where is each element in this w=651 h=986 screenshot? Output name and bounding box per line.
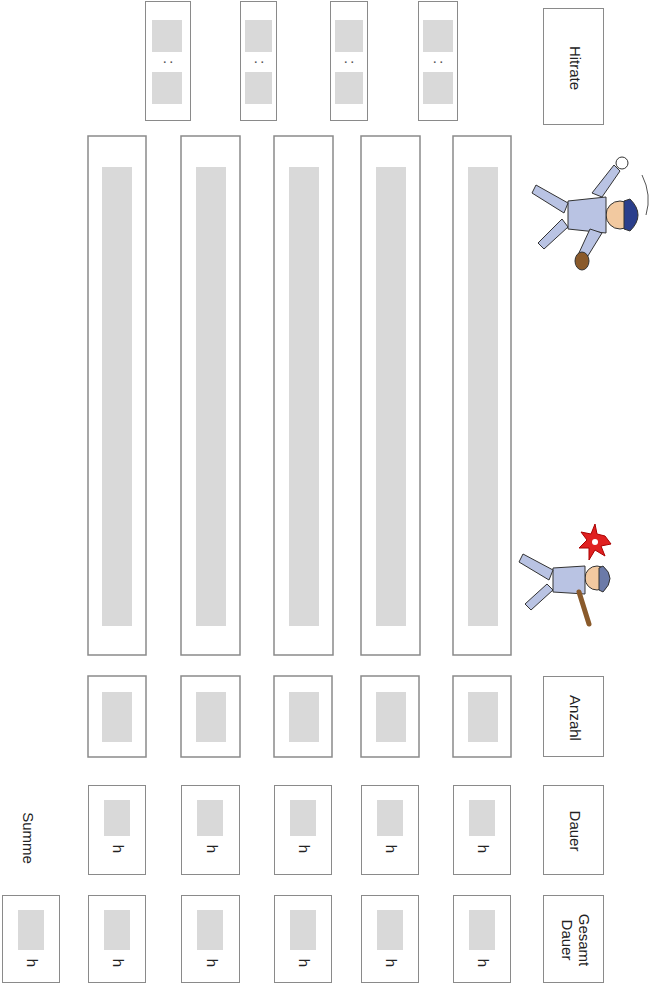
input-cell: h [361,785,419,875]
input-cell: h [181,785,240,875]
unit-label: h [203,959,220,967]
column-header: Gesamt Dauer [558,909,591,971]
column-header: Dauer [566,811,583,852]
column-header: Hitrate [566,45,583,89]
input-cell: h [453,785,511,875]
input-cell: h [274,785,332,875]
column-header: Anzahl [566,695,583,741]
unit-label: : [161,60,178,64]
sum-label: Summe [20,812,37,864]
unit-label: h [203,845,220,853]
header-box: Dauer [543,785,604,875]
unit-label: : [431,60,448,64]
input-cell: : [240,1,277,121]
bar-frames [88,136,511,757]
batter-figure [519,524,611,624]
unit-label: h [24,959,41,967]
unit-label: h [383,959,400,967]
input-cell: h [88,895,146,983]
input-cell: h [453,895,511,983]
input-fields [18,20,498,950]
input-cell: h [2,895,60,983]
input-cell: h [361,895,419,983]
unit-label: h [383,845,400,853]
input-cell: h [274,895,332,983]
pitcher-figure [532,157,648,270]
header-box: Hitrate [543,8,604,125]
unit-label: h [475,959,492,967]
input-cell: : [145,1,191,121]
unit-label: h [475,845,492,853]
unit-label: h [110,959,127,967]
input-cell: h [88,785,146,875]
unit-label: h [296,959,313,967]
unit-label: : [251,60,268,64]
input-cell: : [330,1,368,121]
unit-label: : [342,60,359,64]
unit-label: h [296,845,313,853]
header-box: Anzahl [543,676,604,757]
input-cell: h [181,895,240,983]
input-cell: : [418,1,458,121]
unit-label: h [110,845,127,853]
header-box: Gesamt Dauer [543,895,604,983]
